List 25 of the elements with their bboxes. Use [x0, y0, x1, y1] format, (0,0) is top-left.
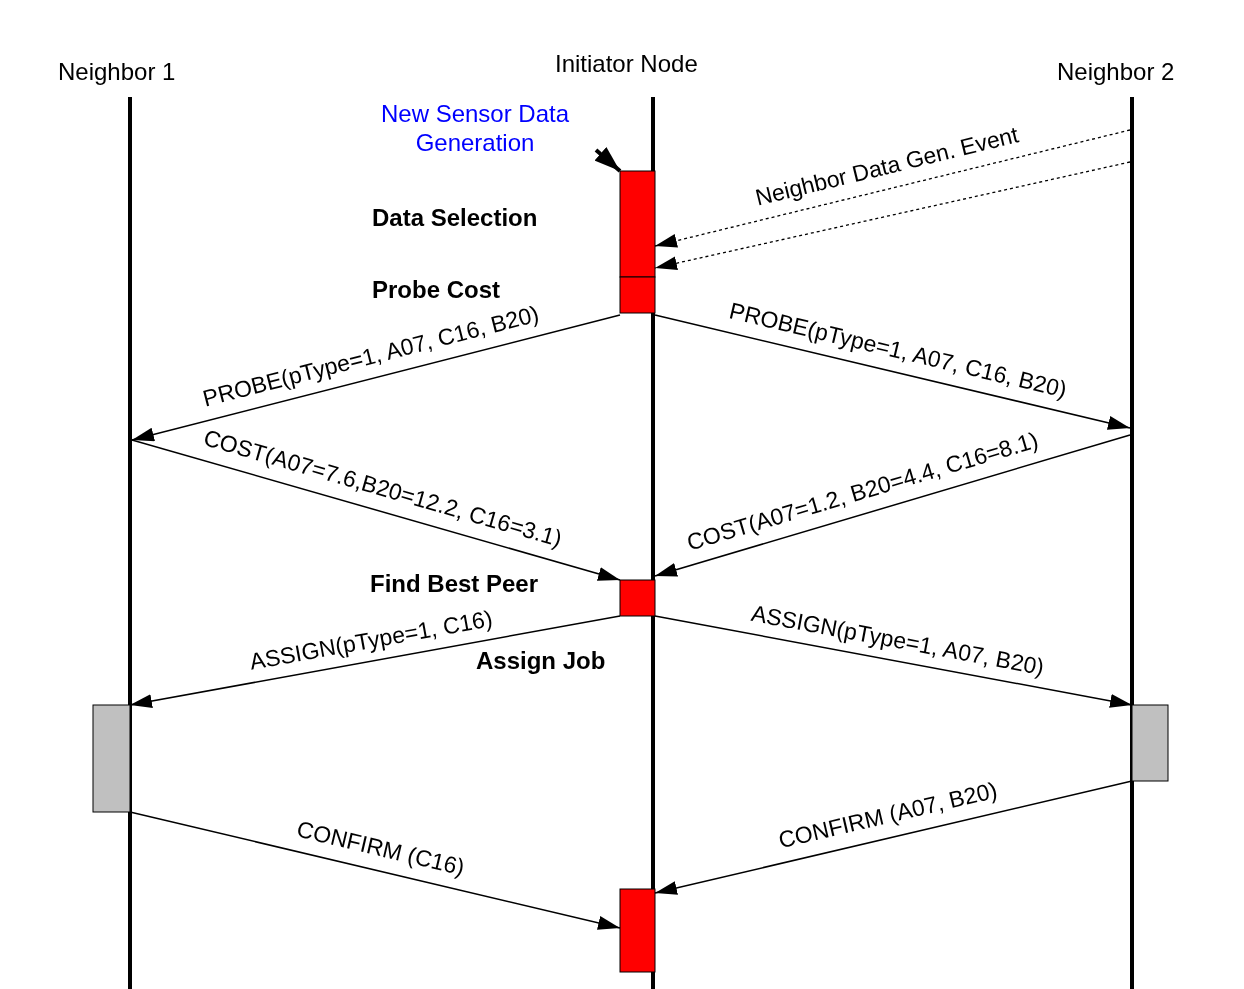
lifeline: [1130, 97, 1134, 989]
message-arrow: [654, 434, 1131, 577]
lifeline-title: Neighbor 2: [1057, 58, 1175, 87]
message-arrow: [654, 314, 1131, 430]
activation-box: [619, 579, 656, 617]
message-arrow: [129, 615, 621, 708]
job-execution-box: [92, 704, 131, 813]
activation-box: [619, 170, 656, 278]
event-note: New Sensor Data Generation: [354, 100, 596, 158]
lifeline-title: Initiator Node: [555, 50, 698, 79]
activation-box: [619, 276, 656, 314]
message-arrow: [594, 147, 622, 173]
lifeline-title: Neighbor 1: [58, 58, 176, 87]
message-arrow: [654, 129, 1131, 248]
message-arrow: [129, 811, 621, 930]
message-arrow: [131, 314, 621, 442]
message-arrow: [654, 161, 1131, 271]
lifeline: [128, 97, 132, 989]
step-label: Data Selection: [372, 204, 538, 233]
activation-box: [619, 888, 656, 973]
message-arrow: [654, 615, 1133, 708]
message-arrow: [654, 780, 1133, 895]
step-label: Find Best Peer: [370, 570, 539, 599]
message-arrow: [131, 439, 621, 581]
job-execution-box: [1131, 704, 1169, 782]
